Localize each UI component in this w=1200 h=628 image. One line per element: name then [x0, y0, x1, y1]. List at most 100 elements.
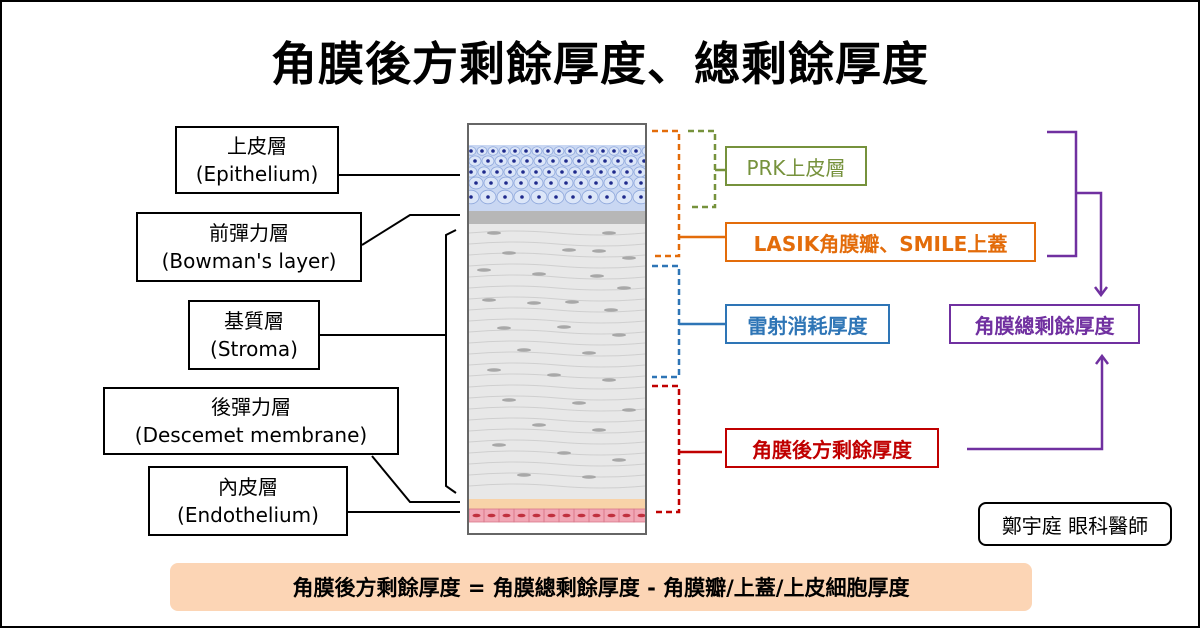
- box-prk-epithelium: PRK上皮層: [725, 146, 867, 186]
- label-stroma: 基質層 (Stroma): [188, 300, 320, 370]
- epithelial-nucleus: [519, 181, 523, 185]
- cornea-cross-section: [467, 123, 647, 535]
- epithelial-nucleus: [512, 159, 516, 163]
- box-residual-thickness: 角膜後方剩餘厚度: [725, 428, 939, 468]
- epithelial-nucleus: [605, 195, 609, 199]
- keratocyte: [527, 301, 541, 305]
- bracket-lasik: [652, 129, 728, 258]
- label-endothelium-zh: 內皮層: [218, 475, 278, 499]
- keratocyte: [602, 231, 616, 235]
- endothelial-nucleus: [532, 513, 541, 518]
- endothelial-cell: [633, 508, 645, 523]
- epithelial-nucleus: [622, 195, 626, 199]
- label-epithelium-zh: 上皮層: [227, 134, 287, 158]
- keratocyte: [562, 248, 576, 252]
- epithelial-nucleus: [513, 149, 517, 153]
- stroma-fiber: [469, 406, 645, 412]
- endothelial-nucleus: [562, 513, 571, 518]
- stroma-fiber: [469, 274, 645, 280]
- descemet-layer: [469, 499, 645, 509]
- stroma-fiber: [469, 318, 645, 324]
- page-title: 角膜後方剩餘厚度、總剩餘厚度: [271, 37, 929, 91]
- keratocyte: [477, 268, 491, 272]
- box-total-residual: 角膜總剩餘厚度: [949, 304, 1140, 344]
- label-bowman-zh: 前彈力層: [209, 221, 289, 245]
- stroma-fiber: [469, 241, 645, 247]
- keratocyte: [517, 473, 531, 477]
- epithelial-nucleus: [564, 159, 568, 163]
- connector-stroma-bracket: [445, 229, 457, 494]
- epithelial-cell: [637, 155, 645, 167]
- keratocyte: [582, 351, 596, 355]
- endothelium-layer: [469, 509, 645, 522]
- epithelial-cell: [632, 189, 645, 205]
- epithelial-nucleus: [568, 149, 572, 153]
- keratocyte: [557, 325, 571, 329]
- epithelial-nucleus: [571, 195, 575, 199]
- keratocyte: [604, 308, 618, 312]
- keratocyte: [487, 231, 501, 235]
- keratocyte: [502, 398, 516, 402]
- bowman-layer: [469, 211, 645, 224]
- endothelial-nucleus: [502, 513, 511, 518]
- stroma-fiber: [469, 395, 645, 401]
- box-laser-ablation: 雷射消耗厚度: [725, 304, 890, 344]
- stroma-fiber: [469, 384, 645, 390]
- epithelial-nucleus: [473, 159, 477, 163]
- keratocyte: [622, 256, 636, 260]
- epithelial-nucleus: [639, 181, 643, 185]
- epithelial-nucleus: [590, 159, 594, 163]
- epithelial-nucleus: [588, 195, 592, 199]
- keratocyte: [502, 251, 516, 255]
- epithelial-nucleus: [609, 181, 613, 185]
- epithelial-nucleus: [624, 181, 628, 185]
- keratocyte: [572, 401, 586, 405]
- bracket-residual: [652, 384, 722, 514]
- label-stroma-zh: 基質層: [224, 309, 284, 333]
- keratocyte: [482, 298, 496, 302]
- stroma-fiber: [469, 417, 645, 423]
- label-endothelium-en: (Endothelium): [177, 503, 319, 527]
- stroma-fiber: [469, 285, 645, 291]
- epithelial-nucleus: [469, 195, 473, 199]
- keratocyte: [612, 458, 626, 462]
- keratocyte: [602, 378, 616, 382]
- epithelial-nucleus: [503, 195, 507, 199]
- epithelial-cell: [469, 166, 478, 178]
- epithelial-nucleus: [549, 181, 553, 185]
- epithelial-nucleus: [623, 149, 627, 153]
- label-bowman-en: (Bowman's layer): [161, 249, 337, 273]
- connector-bowman: [361, 214, 460, 246]
- keratocyte: [592, 428, 606, 432]
- epithelial-nucleus: [534, 170, 538, 174]
- epithelial-nucleus: [525, 159, 529, 163]
- keratocyte: [565, 300, 579, 304]
- epithelial-cell: [469, 189, 480, 205]
- epithelial-nucleus: [520, 195, 524, 199]
- epithelial-cell: [641, 146, 645, 156]
- endothelial-nucleus: [607, 513, 616, 518]
- stroma-fiber: [469, 483, 645, 489]
- epithelial-nucleus: [486, 159, 490, 163]
- keratocyte: [582, 475, 596, 479]
- endothelial-nucleus: [577, 513, 586, 518]
- stroma-fiber: [469, 461, 645, 467]
- epithelial-nucleus: [546, 149, 550, 153]
- epithelial-nucleus: [603, 159, 607, 163]
- keratocyte: [590, 274, 604, 278]
- epithelial-nucleus: [564, 181, 568, 185]
- stroma-fiber: [469, 307, 645, 313]
- epithelial-nucleus: [579, 149, 583, 153]
- epithelial-nucleus: [547, 170, 551, 174]
- keratocyte: [592, 249, 606, 253]
- epithelial-nucleus: [535, 149, 539, 153]
- epithelial-nucleus: [495, 170, 499, 174]
- epithelial-nucleus: [601, 149, 605, 153]
- keratocyte: [612, 333, 626, 337]
- label-bowman: 前彈力層 (Bowman's layer): [136, 212, 362, 282]
- epithelial-nucleus: [590, 149, 594, 153]
- epithelial-nucleus: [491, 149, 495, 153]
- endothelial-nucleus: [517, 513, 526, 518]
- epithelial-nucleus: [499, 159, 503, 163]
